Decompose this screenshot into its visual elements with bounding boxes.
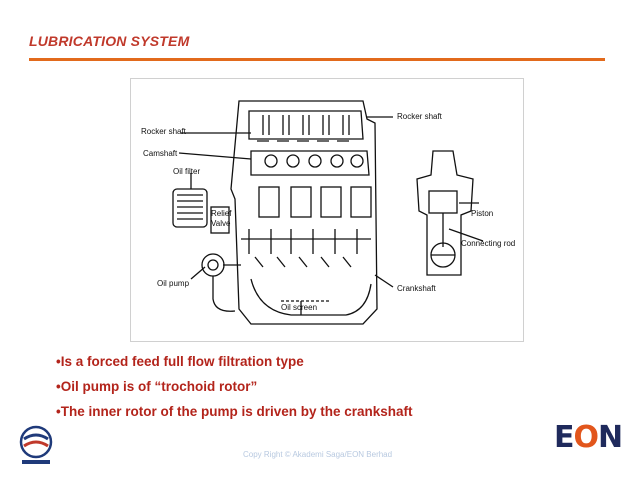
bullet-item: •Oil pump is of “trochoid rotor” — [56, 379, 258, 394]
engine-lubrication-diagram: Rocker shaft Rocker shaft Camshaft Oil f… — [130, 78, 524, 342]
label-crankshaft: Crankshaft — [397, 284, 436, 293]
copyright-footer: Copy Right © Akademi Saga/EON Berhad — [243, 450, 393, 459]
label-relief-valve-1: Relief — [211, 209, 232, 218]
label-rocker-shaft-left: Rocker shaft — [141, 127, 186, 136]
engine-drawing — [172, 100, 484, 325]
eon-logo-e: E — [554, 420, 574, 455]
slide-title: LUBRICATION SYSTEM — [29, 33, 190, 49]
eon-logo: EON — [554, 420, 623, 455]
label-camshaft: Camshaft — [143, 149, 178, 158]
label-connecting-rod: Connecting rod — [461, 239, 516, 248]
bullet-item: •Is a forced feed full flow filtration t… — [56, 354, 304, 369]
label-rocker-shaft-top: Rocker shaft — [397, 112, 442, 121]
eon-logo-o: O — [573, 420, 599, 455]
bullet-item: •The inner rotor of the pump is driven b… — [56, 404, 413, 419]
label-relief-valve-2: Valve — [211, 219, 231, 228]
label-oil-filter: Oil filter — [173, 167, 201, 176]
label-oil-screen: Oil screen — [281, 303, 318, 312]
label-oil-pump: Oil pump — [157, 279, 190, 288]
title-underline — [29, 58, 605, 61]
saga-emblem-icon — [19, 425, 53, 464]
bullet-list: •Is a forced feed full flow filtration t… — [56, 354, 413, 429]
label-piston: Piston — [471, 209, 494, 218]
akademi-saga-logo — [16, 425, 56, 467]
eon-logo-n: N — [598, 420, 623, 455]
